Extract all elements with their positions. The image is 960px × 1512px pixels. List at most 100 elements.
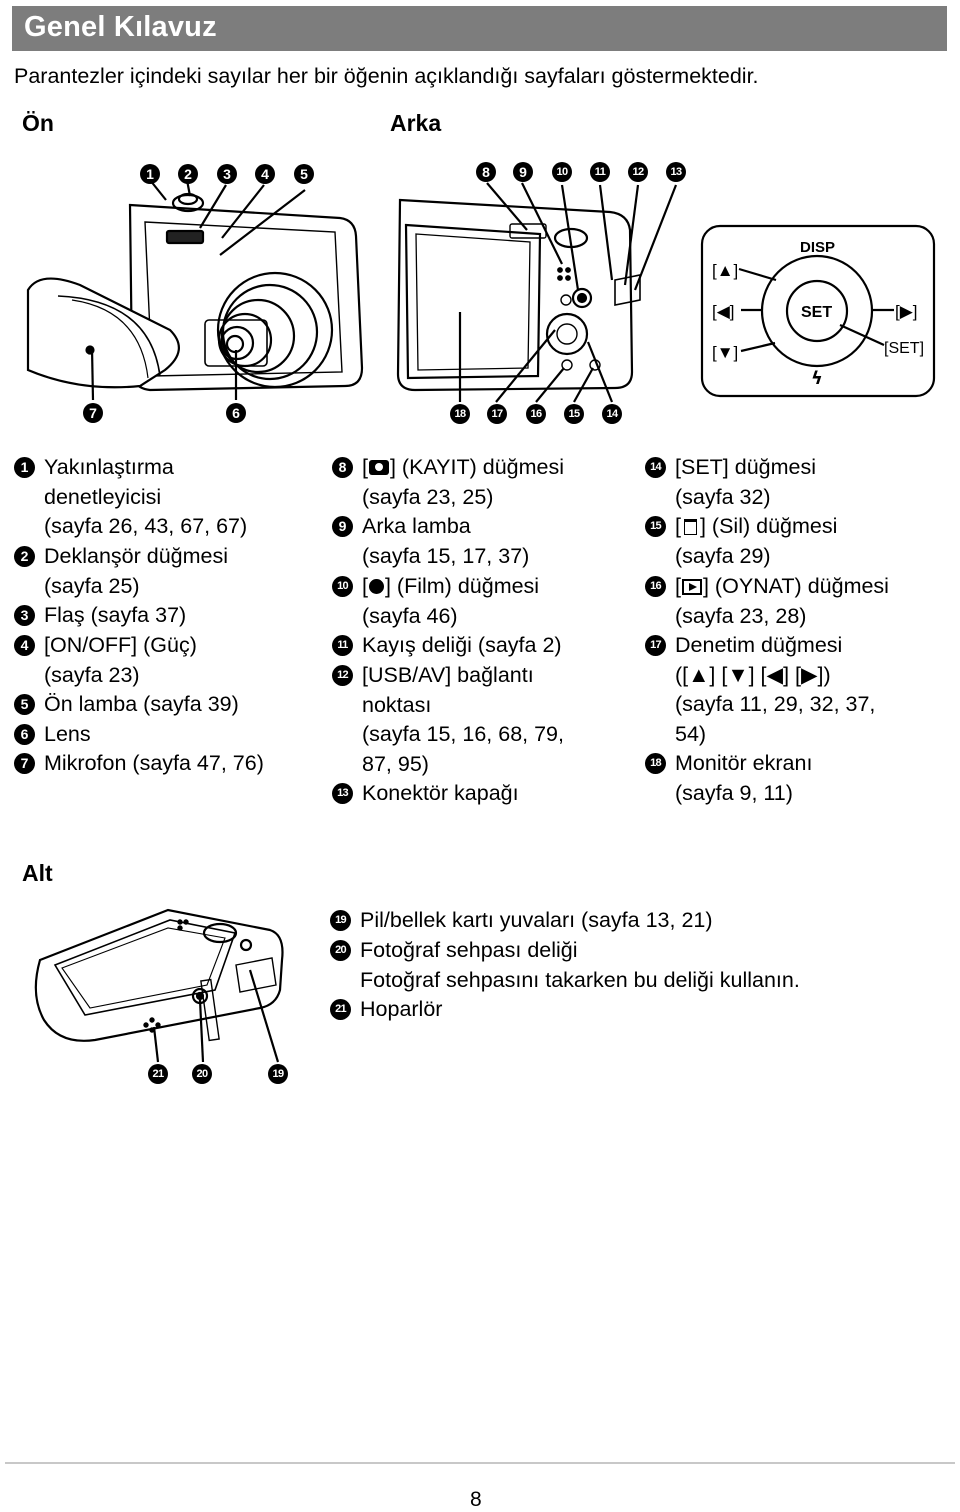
item-number: 8	[332, 457, 353, 478]
badge-back-12: 12	[628, 162, 648, 182]
item-label: [] (Film) düğmesi	[362, 574, 540, 598]
list-item: 2 Deklanşör düğmesi(sayfa 25)	[14, 542, 228, 601]
footer-divider	[5, 1462, 955, 1464]
item-label: Mikrofon (sayfa 47, 76)	[44, 751, 264, 775]
item-label: [ON/OFF] (Güç)	[44, 633, 197, 657]
dpad-disp-label: DISP	[800, 239, 835, 256]
badge-bottom-21: 21	[148, 1064, 168, 1084]
list-item: 11 Kayış deliği (sayfa 2)	[332, 631, 562, 661]
intro-text: Parantezler içindeki sayılar her bir öğe…	[14, 64, 759, 88]
dpad-right-label: [▶]	[895, 302, 918, 321]
item-label: [] (OYNAT) düğmesi	[675, 574, 889, 598]
item-label: Lens	[44, 722, 91, 746]
list-item: 13 Konektör kapağı	[332, 779, 519, 809]
dpad-flash-icon: ϟ	[811, 368, 823, 389]
dpad-set-bracket-label: [SET]	[884, 340, 924, 357]
badge-back-10: 10	[552, 162, 572, 182]
item-number: 9	[332, 516, 353, 537]
badge-back-9: 9	[513, 162, 533, 182]
item-label: [SET] düğmesi	[675, 455, 816, 479]
item-pages: (sayfa 23, 28)	[675, 603, 807, 628]
item-pages: (sayfa 23, 25)	[362, 484, 494, 509]
dpad-left-label: [◀]	[712, 302, 735, 321]
item-label: Denetim düğmesi	[675, 633, 843, 657]
badge-front-7: 7	[83, 403, 103, 423]
item-pages: (sayfa 9, 11)	[675, 780, 793, 805]
record-dot-icon	[368, 579, 384, 594]
item-number: 3	[14, 605, 35, 626]
item-label: noktası	[362, 692, 432, 717]
camera-icon	[368, 460, 389, 475]
list-item: 17 Denetim düğmesi([▲] [▼] [◀] [▶])(sayf…	[645, 631, 875, 749]
badge-front-2: 2	[178, 164, 198, 184]
item-number: 13	[332, 783, 353, 804]
item-number: 7	[14, 753, 35, 774]
item-label: denetleyicisi	[44, 484, 162, 509]
badge-front-5: 5	[294, 164, 314, 184]
item-number: 10	[332, 576, 353, 597]
play-icon	[681, 579, 702, 595]
item-label: [] (Sil) düğmesi	[675, 514, 838, 538]
list-item: 7 Mikrofon (sayfa 47, 76)	[14, 749, 264, 779]
item-number: 20	[330, 940, 351, 961]
badge-front-6: 6	[226, 403, 246, 423]
item-pages: (sayfa 11, 29, 32, 37,	[675, 692, 876, 717]
item-number: 19	[330, 910, 351, 931]
list-item: 4 [ON/OFF] (Güç) (sayfa 23)	[14, 631, 197, 690]
item-label: Monitör ekranı	[675, 751, 813, 775]
section-title: Genel Kılavuz	[24, 11, 217, 43]
item-label: Konektör kapağı	[362, 781, 519, 805]
list-item: 5 Ön lamba (sayfa 39)	[14, 690, 239, 720]
list-item: 9 Arka lamba(sayfa 15, 17, 37)	[332, 512, 529, 571]
item-label: Hoparlör	[360, 997, 443, 1021]
list-item: 3 Flaş (sayfa 37)	[14, 601, 186, 631]
badge-back-11: 11	[590, 162, 610, 182]
item-pages: 87, 95)	[362, 751, 429, 776]
badge-back-16: 16	[526, 404, 546, 424]
back-camera-figure	[396, 182, 678, 403]
item-label: Ön lamba (sayfa 39)	[44, 692, 239, 716]
badge-back-13: 13	[666, 162, 686, 182]
item-note: Fotoğraf sehpasını takarken bu deliği ku…	[360, 967, 800, 992]
item-number: 6	[14, 724, 35, 745]
item-pages: 54)	[675, 721, 707, 746]
front-camera-figure	[26, 179, 364, 401]
dpad-up-label: [▲]	[712, 261, 738, 280]
list-item: 18 Monitör ekranı(sayfa 9, 11)	[645, 749, 812, 808]
item-number: 12	[332, 665, 353, 686]
list-item: 6 Lens	[14, 720, 91, 750]
item-label: Pil/bellek kartı yuvaları (sayfa 13, 21)	[360, 908, 713, 932]
list-item: 19 Pil/bellek kartı yuvaları (sayfa 13, …	[330, 906, 713, 936]
trash-icon	[683, 519, 697, 535]
item-number: 15	[645, 516, 666, 537]
badge-bottom-20: 20	[192, 1064, 212, 1084]
dpad-inset	[700, 224, 936, 398]
badge-front-1: 1	[140, 164, 160, 184]
item-number: 21	[330, 999, 351, 1020]
item-label: Flaş (sayfa 37)	[44, 603, 187, 627]
badge-back-18: 18	[450, 404, 470, 424]
item-pages: (sayfa 23)	[44, 662, 140, 687]
badge-bottom-19: 19	[268, 1064, 288, 1084]
item-label: ([▲] [▼] [◀] [▶])	[675, 662, 831, 687]
badge-back-17: 17	[487, 404, 507, 424]
item-pages: (sayfa 29)	[675, 543, 771, 568]
item-number: 14	[645, 457, 666, 478]
list-item: 21 Hoparlör	[330, 995, 442, 1025]
item-pages: (sayfa 15, 17, 37)	[362, 543, 530, 568]
item-number: 2	[14, 546, 35, 567]
item-number: 4	[14, 635, 35, 656]
bottom-camera-figure	[34, 908, 284, 1063]
item-pages: (sayfa 46)	[362, 603, 458, 628]
list-item: 15 [] (Sil) düğmesi (sayfa 29)	[645, 512, 837, 571]
item-label: Kayış deliği (sayfa 2)	[362, 633, 562, 657]
item-number: 5	[14, 694, 35, 715]
item-pages: (sayfa 32)	[675, 484, 771, 509]
badge-back-15: 15	[564, 404, 584, 424]
list-item: 8 [] (KAYIT) düğmesi(sayfa 23, 25)	[332, 453, 564, 512]
item-label: Yakınlaştırma	[44, 455, 174, 479]
item-label: [USB/AV] bağlantı	[362, 663, 534, 687]
